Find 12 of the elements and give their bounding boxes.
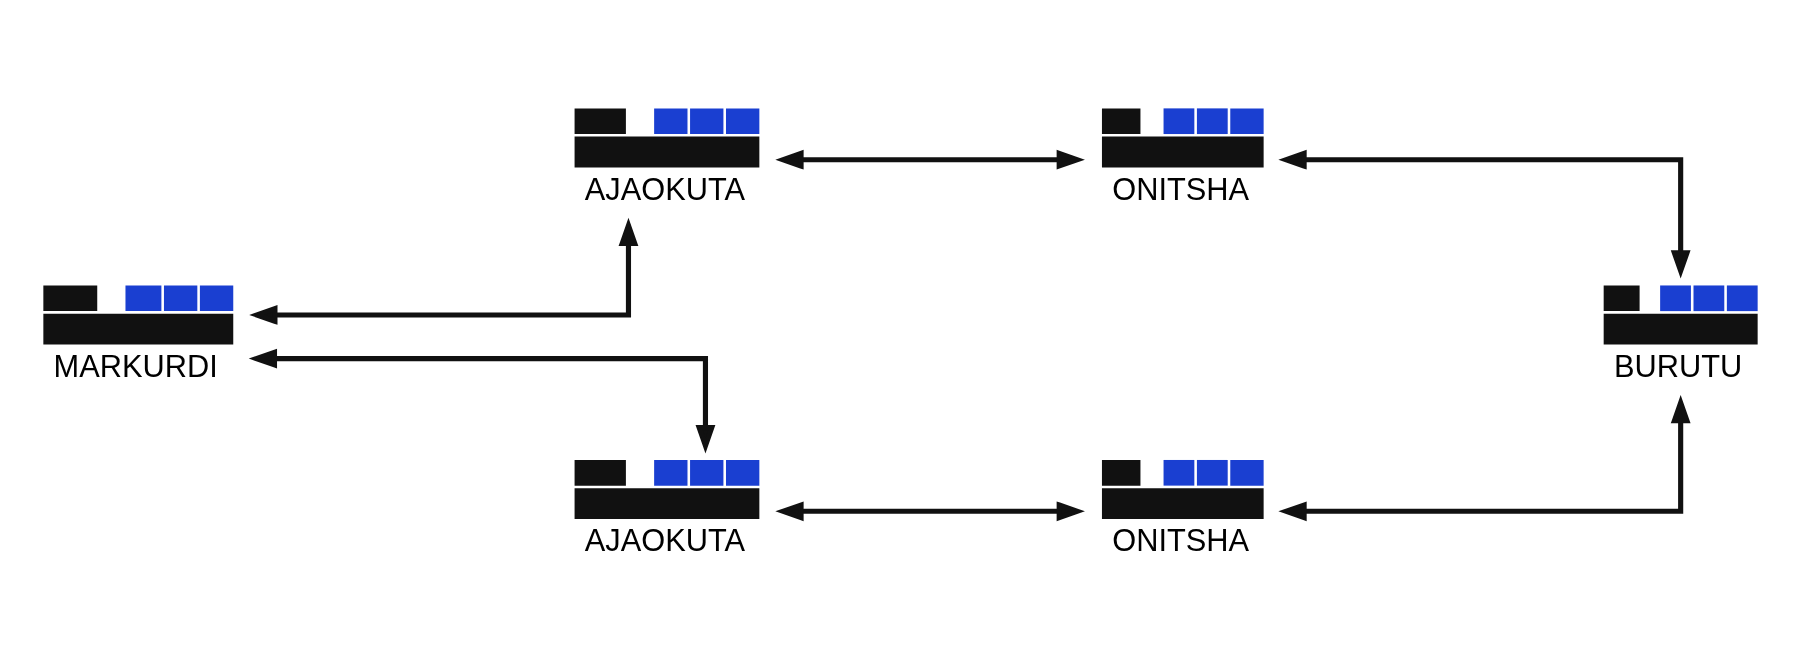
arrow xyxy=(248,348,715,453)
arrow xyxy=(774,500,1085,521)
node-label: AJAOKUTA xyxy=(584,522,745,558)
node-label: ONITSHA xyxy=(1111,522,1249,558)
arrow xyxy=(248,217,638,325)
node-label: AJAOKUTA xyxy=(584,171,745,207)
arrow xyxy=(1277,149,1691,279)
arrow xyxy=(1277,394,1691,521)
node-label: BURUTU xyxy=(1613,348,1742,384)
arrow xyxy=(774,149,1085,170)
node-label: ONITSHA xyxy=(1111,171,1249,207)
node-label: MARKURDI xyxy=(53,348,218,384)
